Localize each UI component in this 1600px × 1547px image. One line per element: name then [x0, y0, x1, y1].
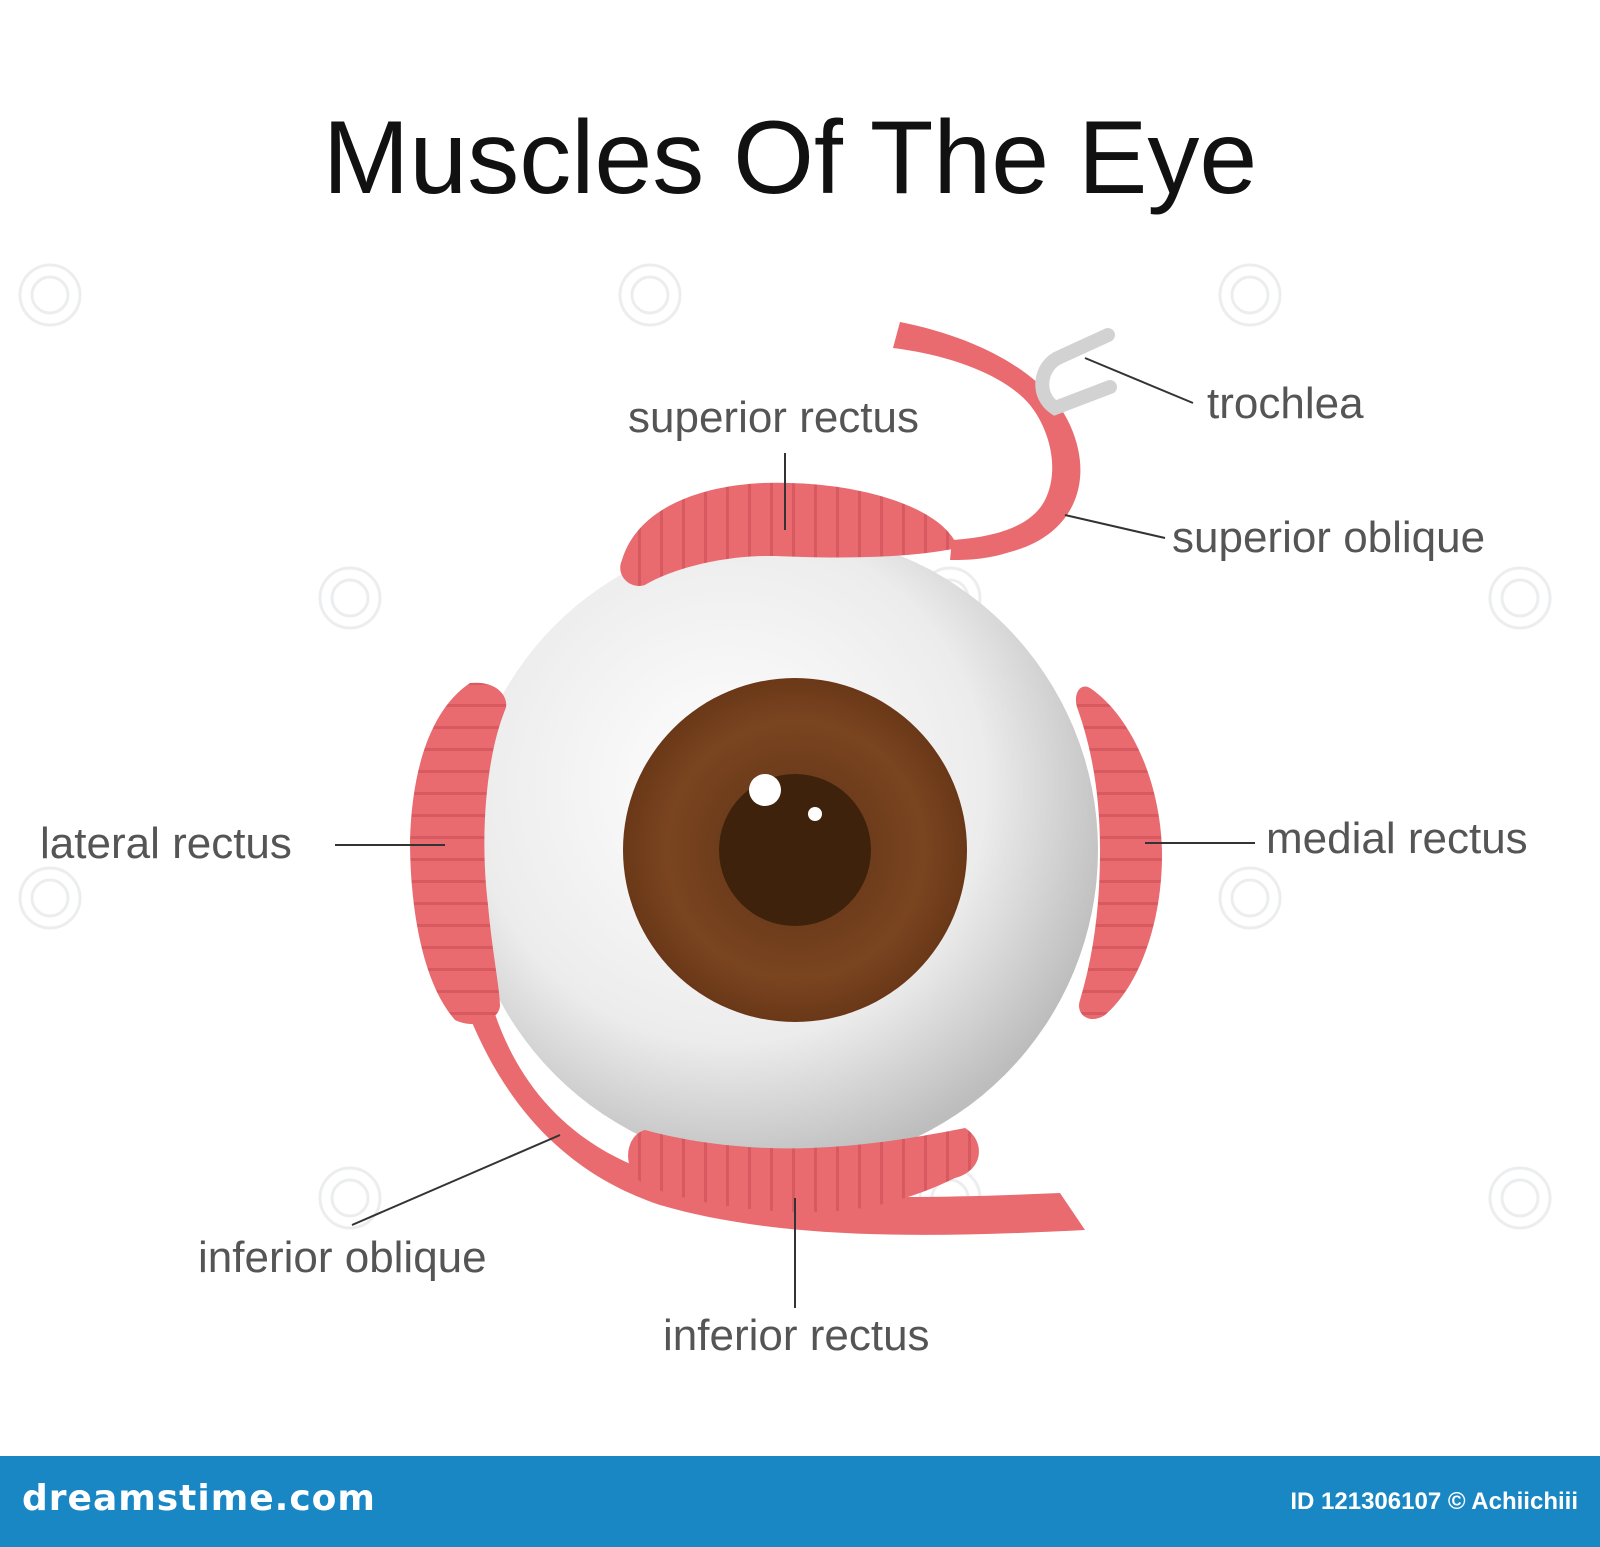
- label-superior-rectus: superior rectus: [628, 393, 919, 442]
- label-inferior-oblique: inferior oblique: [198, 1233, 487, 1282]
- label-lateral-rectus: lateral rectus: [40, 819, 292, 868]
- eye-highlight-small: [808, 807, 822, 821]
- inferior-oblique-muscle: [465, 1005, 1085, 1235]
- pupil: [719, 774, 871, 926]
- label-trochlea: trochlea: [1207, 379, 1364, 428]
- label-inferior-rectus: inferior rectus: [663, 1311, 930, 1360]
- footer-credit: ID 121306107 © Achiichiii: [1290, 1488, 1578, 1515]
- footer-bar: dreamstime.com ID 121306107 © Achiichiii: [0, 1456, 1600, 1547]
- label-superior-oblique: superior oblique: [1172, 513, 1485, 562]
- superior-oblique-leader: [1064, 514, 1166, 539]
- medial-rectus-muscle: [1075, 686, 1163, 1020]
- inferior-oblique-leader: [351, 1134, 561, 1226]
- page-title: Muscles Of The Eye: [323, 100, 1257, 216]
- lateral-rectus-muscle: [410, 682, 507, 1025]
- trochlea-leader: [1084, 357, 1194, 404]
- trochlea: [1035, 328, 1117, 416]
- superior-rectus-muscle: [620, 482, 958, 586]
- label-medial-rectus: medial rectus: [1266, 814, 1528, 863]
- eye-highlight-large: [749, 774, 781, 806]
- inferior-rectus-muscle: [628, 1128, 979, 1213]
- footer-brand[interactable]: dreamstime.com: [22, 1478, 376, 1519]
- superior-oblique-muscle: [893, 322, 1081, 560]
